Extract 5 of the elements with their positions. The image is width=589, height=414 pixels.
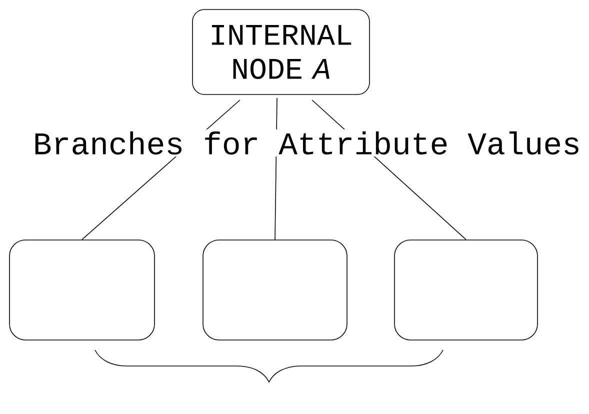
leaf-node-box [202, 240, 348, 340]
leaf-node-box [9, 240, 155, 340]
leaf-node-box [394, 240, 538, 340]
branch-label: Branches for Attribute Values [30, 129, 584, 157]
internal-node-box: INTERNAL NODE A [192, 9, 370, 95]
